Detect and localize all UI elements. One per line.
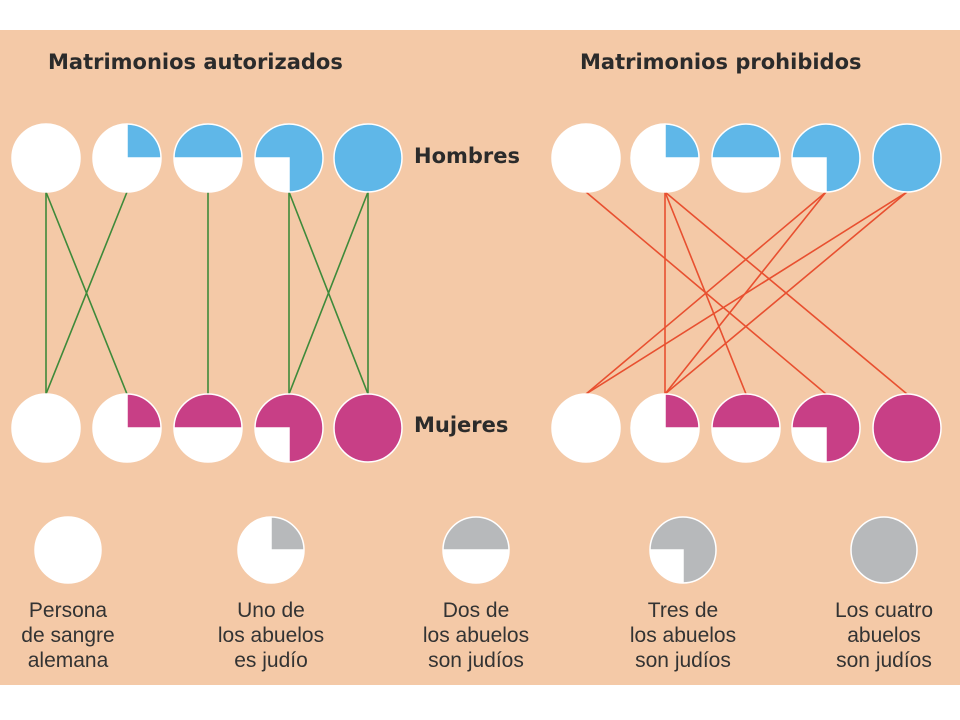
authorized-man-circle-two [173, 123, 243, 193]
authorized-marriage-line-2 [45, 191, 128, 395]
authorized-woman-circle-one [92, 393, 162, 463]
authorized-marriage-line-6 [288, 191, 369, 395]
legend-label-line: Los cuatro [834, 599, 934, 622]
prohibited-man-circle-three [791, 123, 861, 193]
prohibited-woman-circle-four [872, 393, 942, 463]
legend-label-line: son judíos [428, 649, 524, 672]
legend-circle-two [442, 516, 510, 584]
legend-label-line: Persona [28, 599, 108, 622]
legend-label-line: Uno de [237, 599, 305, 622]
women-row-label: Mujeres [414, 413, 509, 437]
authorized-man-circle-four [333, 123, 403, 193]
authorized-man-circle-german [11, 123, 81, 193]
prohibited-marriage-line-6 [585, 191, 908, 395]
authorized-woman-circle-four [333, 393, 403, 463]
legend-circle-german [34, 516, 102, 584]
legend-label-line: Tres de [647, 599, 719, 622]
legend-circle-one [237, 516, 305, 584]
legend-circle-four [850, 516, 918, 584]
prohibited-woman-circle-one [630, 393, 700, 463]
prohibited-woman-circle-three [791, 393, 861, 463]
legend-label-line: Dos de [442, 599, 510, 622]
prohibited-man-circle-two [711, 123, 781, 193]
legend-label-line: los abuelos [217, 624, 325, 647]
legend-label-line: los abuelos [629, 624, 737, 647]
authorized-woman-circle-two [173, 393, 243, 463]
prohibited-man-circle-one [630, 123, 700, 193]
legend-label-line: los abuelos [422, 624, 530, 647]
authorized-marriages-title: Matrimonios autorizados [48, 50, 343, 74]
legend-circle-three [649, 516, 717, 584]
legend-label-line: alemana [27, 649, 109, 672]
legend-label-line: de sangre [21, 624, 115, 647]
prohibited-marriage-line-4 [585, 191, 827, 395]
prohibited-woman-circle-german [551, 393, 621, 463]
authorized-woman-circle-three [254, 393, 324, 463]
legend-label-line: es judío [234, 649, 308, 672]
men-row-label: Hombres [414, 144, 521, 168]
authorized-man-circle-one [92, 123, 162, 193]
legend-label-line: son judíos [635, 649, 731, 672]
prohibited-woman-circle-two [711, 393, 781, 463]
prohibited-marriage-line-7 [664, 191, 908, 395]
legend-label-line: son judíos [836, 649, 932, 672]
prohibited-man-circle-german [551, 123, 621, 193]
prohibited-marriages-title: Matrimonios prohibidos [580, 50, 862, 74]
authorized-man-circle-three [254, 123, 324, 193]
prohibited-man-circle-four [872, 123, 942, 193]
legend-label-line: abuelos [847, 624, 921, 647]
authorized-woman-circle-german [11, 393, 81, 463]
